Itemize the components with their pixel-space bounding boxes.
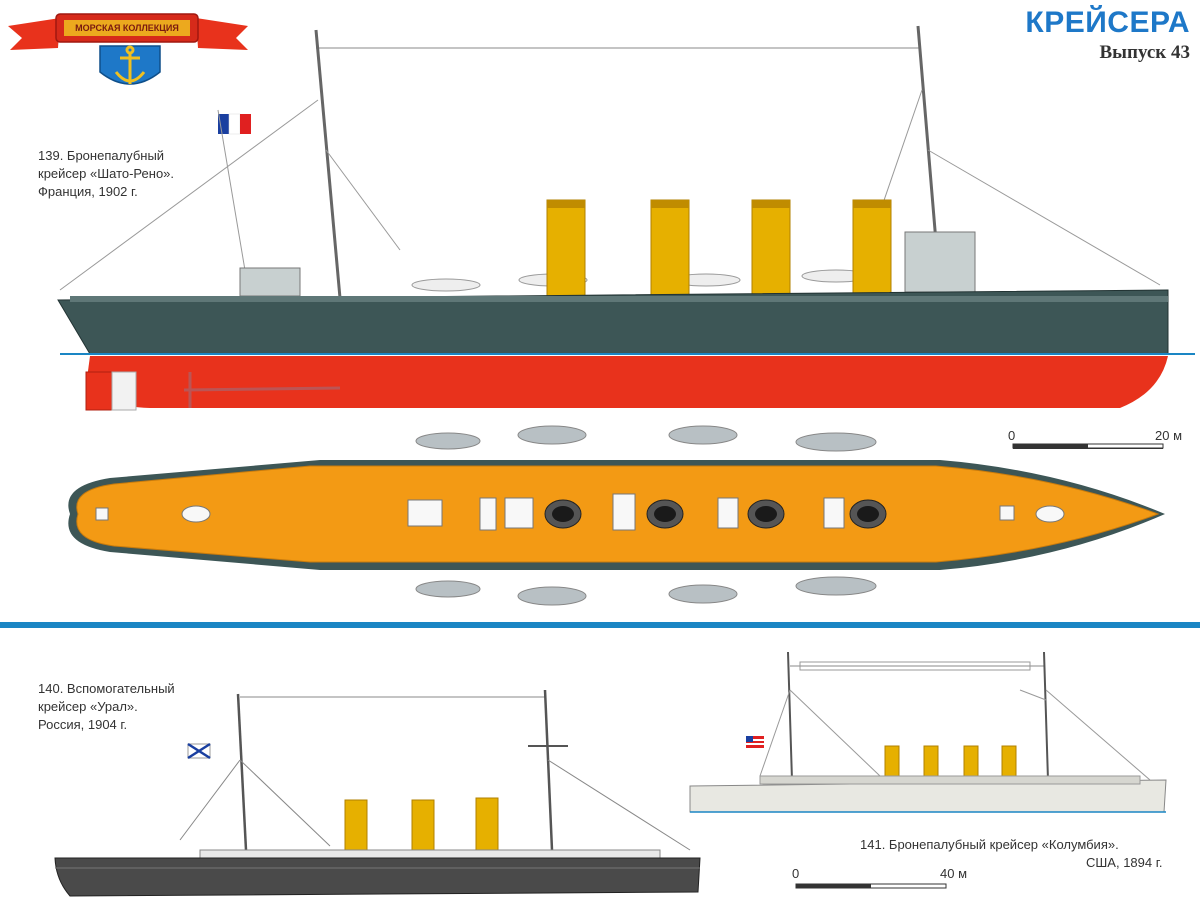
french-flag-icon [217,109,251,301]
caption-ship-141-line1: 141. Бронепалубный крейсер «Колумбия». [860,837,1119,852]
funnels-140 [344,797,499,853]
issue-number: Выпуск 43 [1099,42,1190,63]
caption-line: 139. Бронепалубный [38,148,165,163]
mainmast [916,25,942,291]
ship-139-top-view [68,425,1165,606]
series-title: КРЕЙСЕРА [1025,6,1190,39]
scale-40m-start: 0 [792,866,800,881]
mainmast [543,689,554,851]
foremast [236,693,248,851]
scale-20m-end: 20 м [1155,428,1183,443]
scale-40m-end: 40 м [940,866,968,881]
hull-140 [54,857,701,897]
deckhouse [199,849,661,863]
caption-line: Франция, 1902 г. [38,184,138,199]
hull-red [86,356,1168,408]
funnels-top [544,499,887,529]
hull-upper [57,289,1169,355]
mainmast [1043,651,1049,781]
gun-turret [181,505,211,523]
propeller-icon [183,372,341,408]
section-divider [0,622,1200,628]
caption-line: 140. Вспомогательный [38,681,175,696]
scale-bar-20m [1012,443,1164,449]
lifeboats [411,269,871,292]
caption-ship-139: 139. Бронепалубный крейсер «Шато-Рено». … [38,147,174,201]
hull-141 [689,779,1167,813]
foremast [314,29,342,299]
deck-orange [76,465,1160,563]
banner-text: МОРСКАЯ КОЛЛЕКЦИЯ [75,23,179,33]
ship-141-side-view [689,651,1167,813]
funnels-139 [546,199,892,297]
publication-emblem [8,13,248,85]
caption-ship-141-line2: США, 1894 г. [1086,855,1163,870]
anchor-icon [114,45,146,84]
lifeboats-top [415,425,877,606]
scale-bar-40m [795,883,947,889]
caption-line: крейсер «Шато-Рено». [38,166,175,181]
ribbon-right [196,18,248,50]
us-flag-icon [746,736,764,748]
rudder [85,371,127,411]
caption-line: крейсер «Урал». [38,699,138,714]
deck-outline [68,460,1165,570]
russian-naval-flag-icon [187,742,211,760]
superstructure [239,267,301,297]
foremast [787,651,793,781]
deck-fittings [95,493,1015,531]
scale-20m-start: 0 [1008,428,1016,443]
ribbon-left [8,18,60,50]
funnels-141 [884,745,1017,781]
caption-ship-140: 140. Вспомогательный крейсер «Урал». Рос… [38,680,175,734]
caption-line: Россия, 1904 г. [38,717,128,732]
